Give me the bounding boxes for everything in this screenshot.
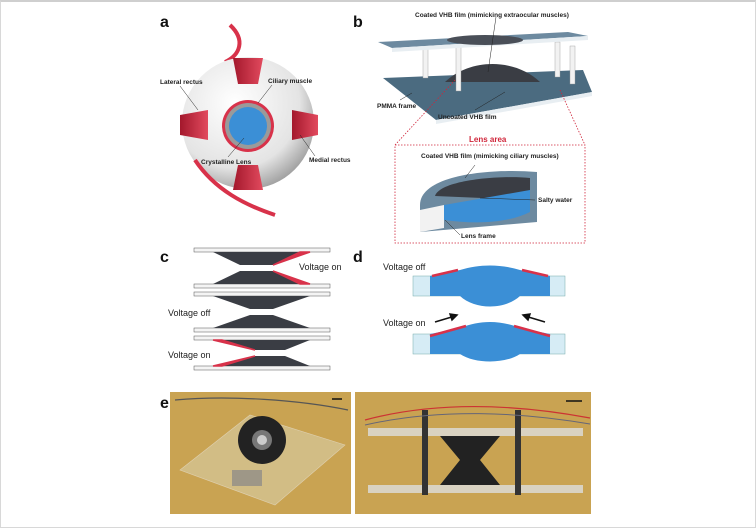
photo-device-side-view bbox=[355, 392, 591, 514]
lens-voltage-on bbox=[412, 322, 566, 362]
panel-label-c: c bbox=[160, 249, 169, 266]
muscle-strand bbox=[224, 23, 242, 64]
label-coated-vhb-ciliary: Coated VHB film (mimicking ciliary muscl… bbox=[421, 153, 559, 160]
arrows bbox=[434, 313, 546, 323]
bottom-plate-edge bbox=[436, 92, 592, 124]
panel-e: e bbox=[160, 392, 591, 514]
panel-label-d: d bbox=[353, 249, 363, 266]
salty-water bbox=[444, 190, 530, 223]
label-coated-vhb-extraocular: Coated VHB film (mimicking extraocular m… bbox=[415, 12, 569, 19]
muscle-strand bbox=[193, 158, 276, 217]
label-lateral-rectus: Lateral rectus bbox=[160, 79, 203, 86]
top-aperture bbox=[447, 35, 523, 45]
label-voltage-on-d: Voltage on bbox=[383, 318, 426, 328]
superior-rectus bbox=[233, 58, 263, 84]
label-pmma-frame: PMMA frame bbox=[377, 103, 417, 110]
label-crystalline-lens: Crystalline Lens bbox=[201, 159, 252, 166]
label-voltage-on-top: Voltage on bbox=[299, 262, 342, 272]
panel-c: c Voltage on Voltage off Voltage on bbox=[160, 247, 342, 371]
label-medial-rectus: Medial rectus bbox=[309, 157, 351, 164]
panel-b: b Coated VHB film (mimicking extraocular… bbox=[353, 12, 592, 244]
label-lens-area: Lens area bbox=[469, 135, 507, 144]
panel-label-b: b bbox=[353, 14, 363, 31]
label-voltage-on-bottom: Voltage on bbox=[168, 350, 211, 360]
uncoated-film-cone bbox=[445, 64, 540, 82]
bottom-plate bbox=[383, 70, 592, 120]
panel-label-e: e bbox=[160, 395, 169, 412]
label-ciliary-muscle: Ciliary muscle bbox=[268, 78, 312, 85]
photo-device-top-view bbox=[170, 392, 351, 514]
lens-voltage-off bbox=[412, 265, 566, 307]
panel-d: d Voltage off Voltage on bbox=[353, 249, 566, 362]
lens-frame bbox=[420, 205, 444, 232]
label-uncoated-vhb: Uncoated VHB film bbox=[438, 114, 497, 121]
actuator-voltage-on-top bbox=[193, 247, 331, 289]
panel-a: a Lateral rectus Ciliary muscle Crystall… bbox=[160, 14, 351, 217]
lens-area-box bbox=[394, 79, 586, 244]
panel-label-a: a bbox=[160, 14, 169, 31]
medial-rectus bbox=[292, 110, 318, 140]
crystalline-lens bbox=[229, 107, 267, 145]
lateral-rectus bbox=[180, 110, 208, 140]
inferior-rectus bbox=[233, 165, 263, 190]
actuator-voltage-on-bottom bbox=[193, 335, 331, 371]
label-salty-water: Salty water bbox=[538, 197, 573, 204]
label-lens-frame: Lens frame bbox=[461, 233, 496, 240]
label-voltage-off: Voltage off bbox=[168, 308, 211, 318]
actuator-voltage-off bbox=[193, 291, 331, 333]
label-voltage-off-d: Voltage off bbox=[383, 262, 426, 272]
